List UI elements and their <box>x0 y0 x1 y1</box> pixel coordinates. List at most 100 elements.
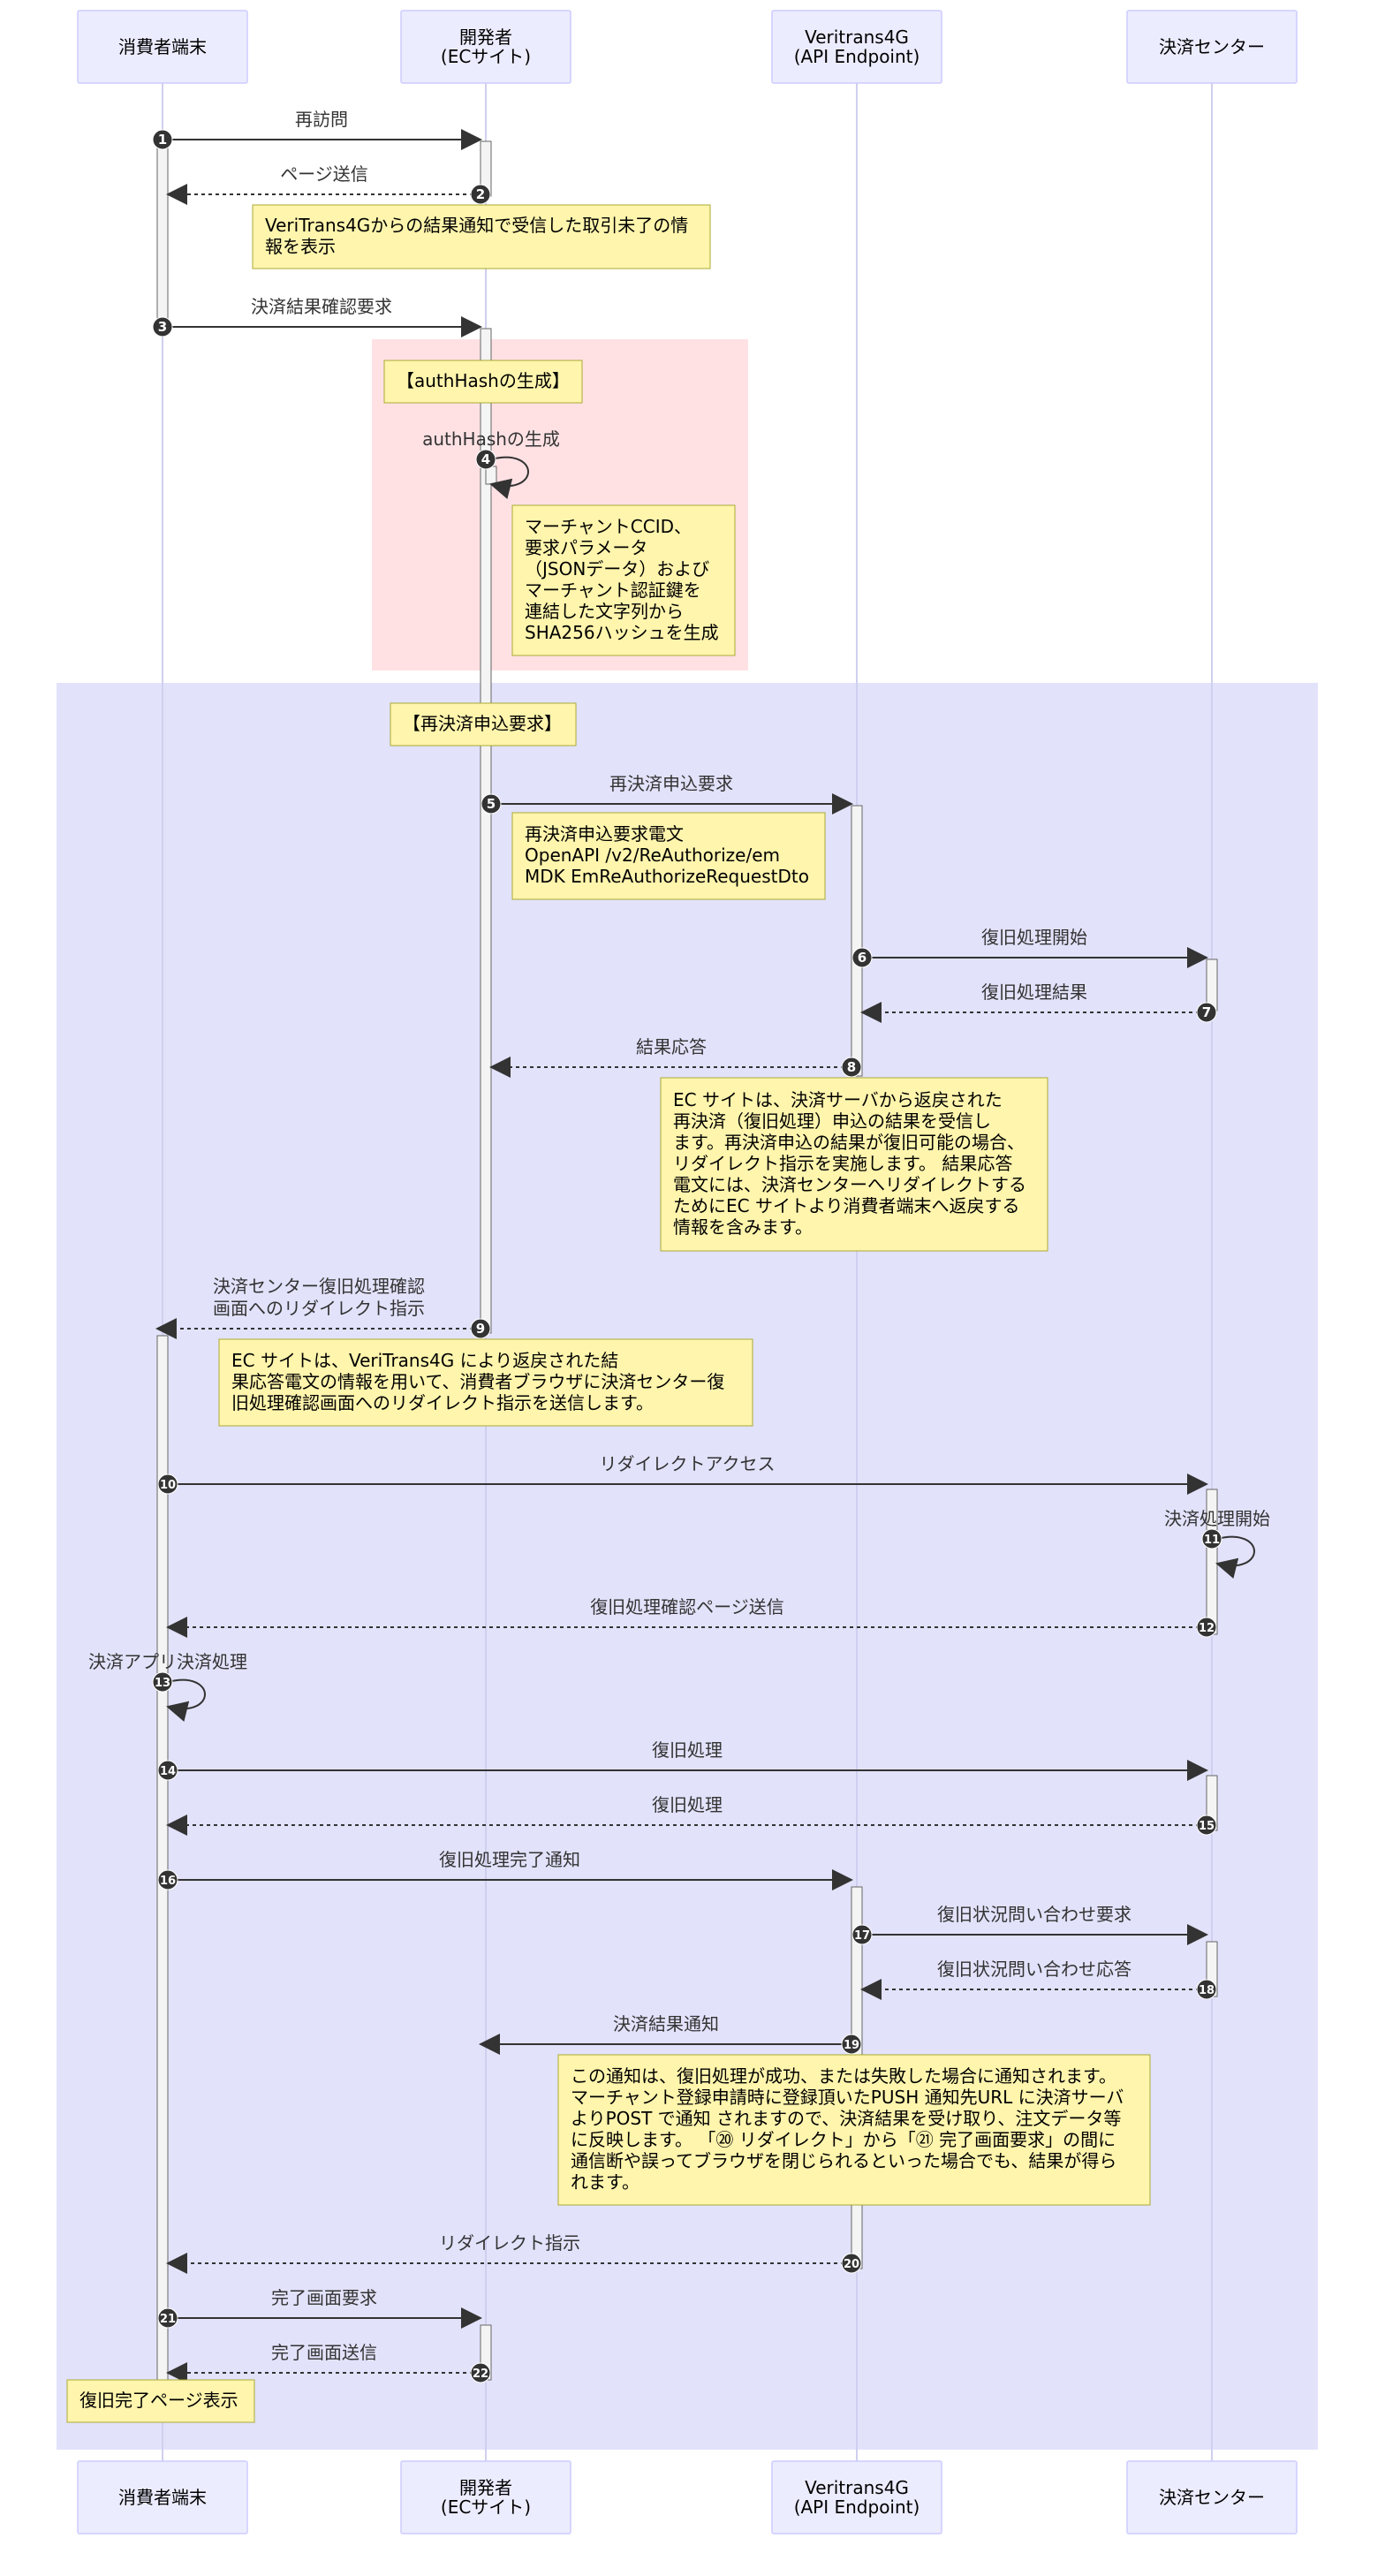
note-line: 復旧完了ページ表示 <box>79 2390 238 2411</box>
sequence-number: 13 <box>155 1677 170 1690</box>
sequence-number-badge <box>1196 1815 1217 1836</box>
message-label: ページ送信 <box>280 163 368 185</box>
message-label: 復旧状況問い合わせ要求 <box>937 1904 1131 1925</box>
note-line: 連結した文字列から <box>525 601 684 622</box>
message-5: 再決済申込要求 5 <box>481 773 853 814</box>
note-line: 旧処理確認画面へのリダイレクト指示を送信します。 <box>231 1392 654 1413</box>
note-reauth-title: 【再決済申込要求】 <box>390 702 577 746</box>
message-label: 決済センター復旧処理確認 <box>213 1276 425 1297</box>
note-line: 【authHashの生成】 <box>397 370 570 391</box>
participants: 消費者端末消費者端末開発者(ECサイト)開発者(ECサイト)Veritrans4… <box>77 10 1298 2534</box>
note-line: マーチャント登録申請時に登録頂いたPUSH 通知先URL に決済サーバ <box>571 2087 1124 2108</box>
note-result-response: EC サイトは、決済サーバから返戻された再決済（復旧処理）申込の結果を受信します… <box>660 1077 1048 1252</box>
sequence-number-badge <box>481 793 502 814</box>
note-line: SHA256ハッシュを生成 <box>525 622 719 643</box>
note-line: EC サイトは、VeriTrans4G により返戻された結 <box>231 1350 618 1371</box>
message-label: 決済結果通知 <box>613 2013 719 2034</box>
sequence-number-badge <box>470 2362 491 2383</box>
sequence-number-badge <box>1196 1002 1217 1023</box>
sequence-number-badge <box>152 129 173 150</box>
participant-dev-bottom: 開発者(ECサイト) <box>400 2460 571 2534</box>
participant-label: (API Endpoint) <box>794 2496 920 2518</box>
sequence-number: 18 <box>1199 1984 1215 1997</box>
sequence-number: 21 <box>160 2313 176 2326</box>
sequence-number-badge <box>841 2034 862 2055</box>
note-line: マーチャント認証鍵を <box>525 580 701 601</box>
message-19: 決済結果通知 19 <box>479 2013 862 2055</box>
message-22: 完了画面送信 22 <box>166 2342 491 2383</box>
participant-vt-bottom: Veritrans4G(API Endpoint) <box>771 2460 942 2534</box>
sequence-number: 7 <box>1202 1004 1211 1020</box>
participant-label: Veritrans4G <box>805 27 909 48</box>
message-label: 決済結果確認要求 <box>251 296 392 317</box>
sequence-number-badge <box>157 1760 178 1781</box>
sequence-number: 14 <box>160 1765 176 1778</box>
participant-label: 消費者端末 <box>118 2487 207 2508</box>
note-line: 通信断や誤ってブラウザを閉じられるといった場合でも、結果が得ら <box>571 2150 1116 2171</box>
sequence-number-badge <box>1196 1979 1217 2000</box>
note-line: 再決済（復旧処理）申込の結果を受信し <box>673 1110 991 1132</box>
sequence-number: 5 <box>487 796 496 812</box>
note-line: ます。再決済申込の結果が復旧可能の場合、 <box>673 1132 1025 1153</box>
sequence-number-badge <box>157 1869 178 1890</box>
message-label: リダイレクトアクセス <box>600 1453 776 1474</box>
note-line: この通知は、復旧処理が成功、または失敗した場合に通知されます。 <box>571 2065 1116 2087</box>
participant-label: 決済センター <box>1159 2487 1265 2508</box>
sequence-number-badge <box>841 1057 862 1078</box>
sequence-number: 12 <box>1199 1622 1215 1635</box>
participant-label: (ECサイト) <box>441 46 531 67</box>
note-redirect-instruction: EC サイトは、VeriTrans4G により返戻された結果応答電文の情報を用い… <box>218 1338 753 1427</box>
message-18: 復旧状況問い合わせ応答 18 <box>860 1959 1217 2000</box>
message-label: 復旧状況問い合わせ応答 <box>937 1959 1131 1980</box>
participant-center-bottom: 決済センター <box>1126 2460 1298 2534</box>
sequence-number: 20 <box>844 2258 859 2271</box>
sequence-number-badge <box>851 1924 873 1945</box>
participant-vt-top: Veritrans4G(API Endpoint) <box>771 10 942 84</box>
sequence-number-badge <box>475 449 496 470</box>
sequence-number: 6 <box>858 950 867 966</box>
notes: VeriTrans4Gからの結果通知で受信した取引未了の情報を表示【authHa… <box>66 204 1151 2423</box>
note-line: 報を表示 <box>265 236 336 257</box>
sequence-number: 3 <box>158 319 167 335</box>
note-line: れます。 <box>571 2171 640 2193</box>
sequence-number: 22 <box>473 2368 488 2381</box>
message-label: 画面へのリダイレクト指示 <box>213 1298 425 1319</box>
note-line: VeriTrans4Gからの結果通知で受信した取引未了の情 <box>265 215 688 236</box>
message-label: 再決済申込要求 <box>609 773 733 794</box>
participant-label: 開発者 <box>459 2477 512 2498</box>
message-arrow <box>166 1678 206 1722</box>
sequence-number-badge <box>470 184 491 205</box>
sequence-number: 17 <box>854 1929 870 1943</box>
participant-label: Veritrans4G <box>805 2477 909 2498</box>
sequence-number-badge <box>152 1671 173 1693</box>
message-3: 決済結果確認要求 3 <box>152 296 482 337</box>
message-label: 完了画面送信 <box>271 2342 377 2363</box>
participant-label: (ECサイト) <box>441 2496 531 2518</box>
note-authhash-title: 【authHashの生成】 <box>383 360 583 404</box>
note-line: 要求パラメータ <box>525 537 647 558</box>
note-line: よりPOST で通知 されますので、決済結果を受け取り、注文データ等 <box>571 2108 1121 2129</box>
participant-center-top: 決済センター <box>1126 10 1298 84</box>
sequence-number-badge <box>152 316 173 337</box>
sequence-number: 19 <box>844 2039 859 2052</box>
note-line: （JSONデータ）および <box>525 558 709 580</box>
message-2: ページ送信 2 <box>166 163 491 205</box>
note-complete-page: 復旧完了ページ表示 <box>66 2379 255 2423</box>
activation-consumer-1 <box>156 139 169 326</box>
sequence-number: 2 <box>476 186 485 202</box>
sequence-number: 10 <box>160 1479 176 1492</box>
sequence-number: 16 <box>160 1875 176 1888</box>
sequence-number: 15 <box>1199 1820 1215 1833</box>
sequence-number: 1 <box>158 132 167 148</box>
participant-label: 決済センター <box>1159 36 1265 57</box>
